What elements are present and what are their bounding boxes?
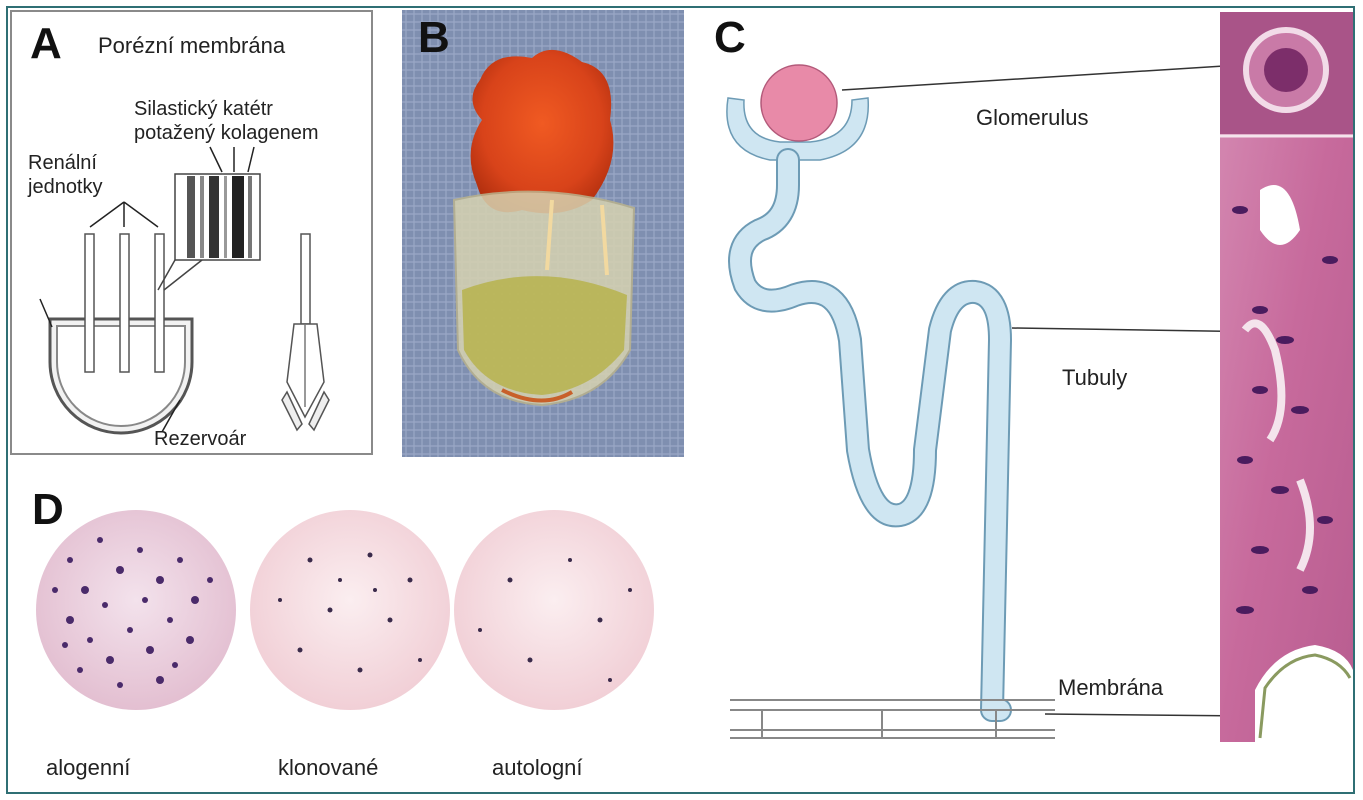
figure-frame	[6, 6, 1355, 794]
reservoir-label: Rezervoár	[154, 428, 247, 450]
bowman-capsule	[726, 97, 869, 161]
renal-unit-tube-1	[84, 233, 95, 373]
renal-unit-tube-3	[154, 233, 165, 373]
construct-photo	[402, 10, 684, 457]
well-allogeneic	[36, 510, 236, 710]
panel-d: D alogenní klonované autologní	[10, 470, 690, 790]
membrane-label: Membrána	[1058, 675, 1164, 700]
panel-a: A Porézní membrána Silastický katétr pot…	[10, 10, 373, 455]
catheter-label-line1: Silastický katétr	[134, 98, 273, 120]
tubule	[728, 148, 1012, 722]
panel-c-letter: C	[714, 13, 746, 62]
well-label-allogeneic: alogenní	[46, 755, 131, 780]
well-autologous-spots	[478, 558, 632, 682]
glomerulus-label: Glomerulus	[976, 105, 1089, 130]
nephron-diagram	[726, 12, 1353, 742]
renal-units-label-line1: Renální	[28, 152, 97, 174]
well-cloned	[250, 510, 450, 710]
tissue-mass	[470, 49, 614, 214]
membrane-grid	[730, 699, 1055, 739]
panel-a-letter: A	[30, 19, 62, 68]
well-autologous	[454, 510, 654, 710]
panel-c: C Glomerulus Tubuly Membrána	[700, 10, 1355, 794]
bioreactor-diagram	[39, 146, 330, 435]
panel-b: B	[402, 10, 684, 457]
panel-d-letter: D	[32, 485, 64, 534]
panel-b-letter: B	[418, 13, 450, 62]
catheter-label-line2: potažený kolagenem	[134, 122, 319, 144]
renal-unit-tube-2	[119, 233, 130, 373]
well-label-cloned: klonované	[278, 755, 379, 780]
well-allogeneic-spots	[52, 537, 213, 688]
renal-units-label-line2: jednotky	[28, 176, 103, 198]
wells-row	[36, 510, 654, 710]
tubules-label: Tubuly	[1062, 365, 1128, 390]
porous-membrane-label: Porézní membrána	[98, 33, 286, 58]
well-label-autologous: autologní	[492, 755, 583, 780]
glomerulus	[760, 64, 838, 142]
well-cloned-spots	[278, 552, 422, 673]
